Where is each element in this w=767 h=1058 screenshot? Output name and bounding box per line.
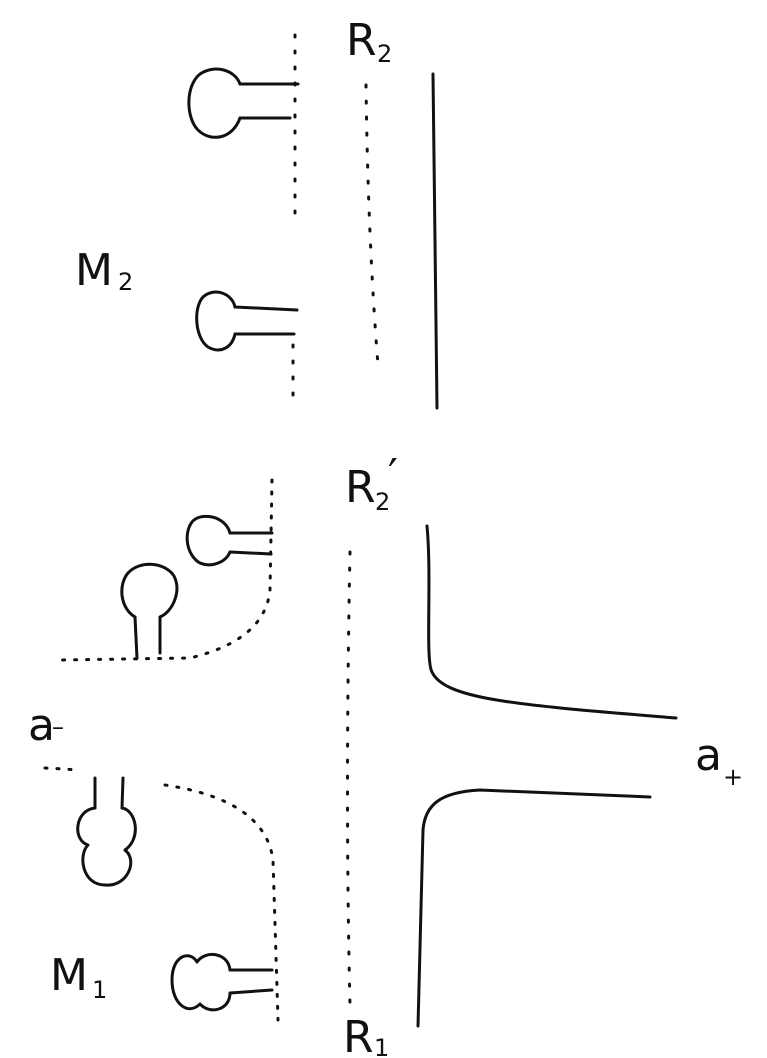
label-aminus-sub: – bbox=[52, 713, 64, 741]
bottom-section bbox=[43, 478, 678, 1028]
tube-lower-dotted bbox=[43, 766, 82, 772]
label-aminus-main: a bbox=[28, 700, 55, 751]
label-a-plus: a + bbox=[695, 730, 743, 791]
lollipop-top-2 bbox=[195, 290, 299, 352]
lollipop-bottom-2 bbox=[120, 562, 179, 660]
label-r2-sub: 2 bbox=[377, 40, 392, 68]
label-m2-sub: 2 bbox=[118, 268, 133, 296]
label-r2-main: R bbox=[346, 15, 377, 66]
label-m2: M 2 bbox=[75, 245, 133, 296]
r1-dotted-line bbox=[346, 550, 352, 1007]
lollipop-bottom-1 bbox=[185, 514, 274, 567]
tube-lower-dotted-2 bbox=[163, 783, 280, 1022]
label-aplus-main: a bbox=[695, 730, 722, 781]
label-aplus-sub: + bbox=[723, 763, 743, 791]
label-r2prime-prime: ′ bbox=[388, 450, 398, 501]
label-m1-sub: 1 bbox=[92, 976, 107, 1004]
top-section bbox=[187, 33, 439, 410]
double-loop-bottom-2 bbox=[170, 953, 274, 1012]
label-r2: R 2 bbox=[346, 15, 392, 68]
double-loop-bottom-1 bbox=[76, 776, 137, 887]
label-r1-sub: 1 bbox=[374, 1034, 389, 1058]
label-m1-main: M bbox=[50, 950, 88, 1001]
label-r2prime-main: R bbox=[345, 462, 376, 513]
label-r1-main: R bbox=[343, 1012, 374, 1058]
label-r1: R 1 bbox=[343, 1012, 389, 1058]
label-m2-main: M bbox=[75, 245, 113, 296]
aplus-lower-curve bbox=[416, 788, 652, 1028]
tube-upper-dotted bbox=[58, 478, 274, 662]
label-r2-prime: R 2 ′ bbox=[345, 450, 398, 516]
aplus-upper-curve bbox=[425, 524, 678, 720]
top-solid-wall bbox=[431, 72, 439, 410]
lollipop-top-1 bbox=[187, 67, 300, 139]
label-m1: M 1 bbox=[50, 950, 107, 1004]
r2-dotted-line bbox=[364, 83, 380, 367]
label-a-minus: a – bbox=[28, 700, 64, 751]
label-r2prime-sub: 2 bbox=[375, 488, 390, 516]
